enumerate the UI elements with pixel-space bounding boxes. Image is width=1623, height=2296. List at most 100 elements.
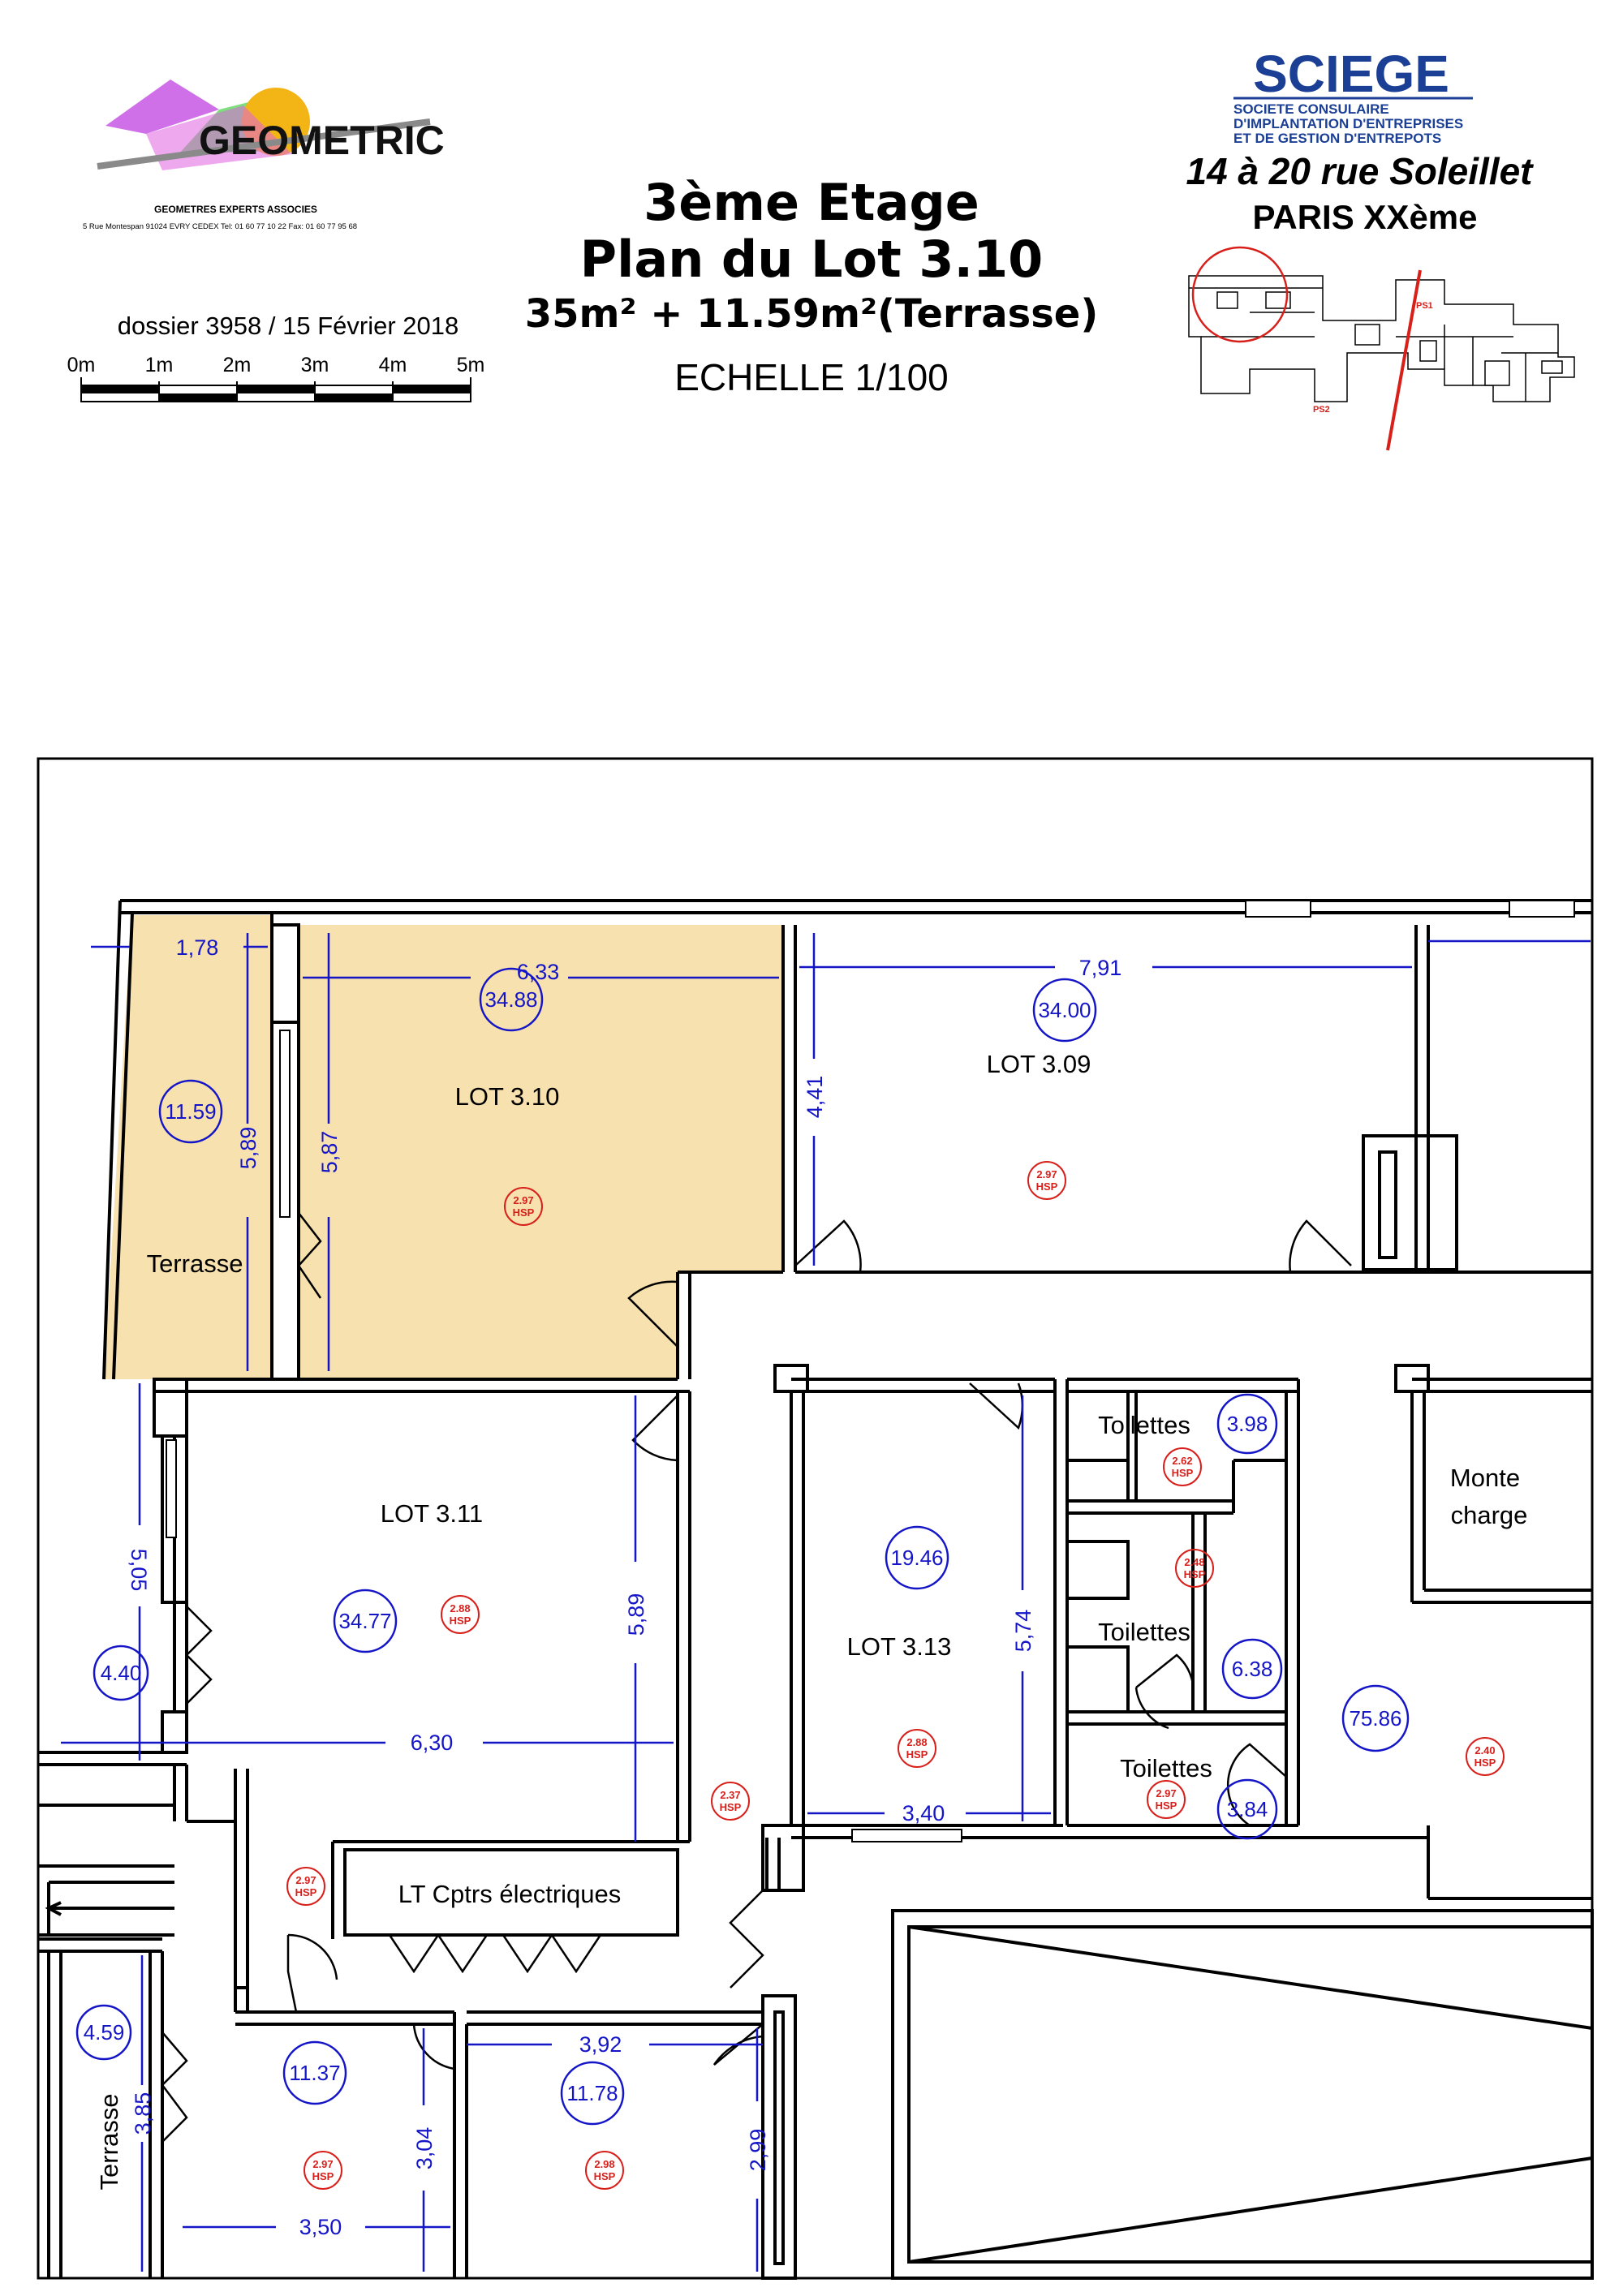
hsp-label-10: HSP: [295, 1886, 317, 1898]
hsp-value-2: 2.97: [1036, 1168, 1057, 1180]
title-plan: Plan du Lot 3.10: [579, 230, 1044, 289]
hsp-value-11: 2.97: [312, 2158, 333, 2170]
scale-tick-5: 5m: [457, 354, 485, 376]
hsp-value-10: 2.97: [295, 1874, 316, 1886]
scale-tick-4: 4m: [379, 354, 407, 376]
room-lot-313: LOT 3.13: [847, 1632, 952, 1661]
hsp-value-1: 2.97: [513, 1194, 533, 1206]
hsp-value-3: 2.88: [450, 1602, 470, 1615]
area-5: 4.40: [101, 1661, 142, 1685]
sciege-logo: SCIEGE SOCIETE CONSULAIRE D'IMPLANTATION…: [1152, 45, 1591, 458]
dim-11: 3,40: [902, 1801, 945, 1825]
hsp-label-7: HSP: [1156, 1799, 1177, 1812]
title-floor: 3ème Etage: [644, 173, 979, 232]
hsp-value-7: 2.97: [1156, 1787, 1176, 1799]
title-scale: ECHELLE 1/100: [674, 356, 949, 398]
doors: [161, 1212, 1352, 2143]
area-3: 34.00: [1038, 998, 1091, 1022]
hsp-value-6: 2.48: [1184, 1556, 1204, 1568]
hsp-label-12: HSP: [594, 2170, 616, 2182]
dim-10: 5,74: [1011, 1610, 1035, 1653]
hsp-value-8: 2.40: [1474, 1744, 1495, 1756]
hsp-label-1: HSP: [513, 1206, 535, 1219]
dim-16: 3,50: [299, 2215, 342, 2239]
plan-frame: [37, 757, 1594, 2280]
dim-5: 5,87: [317, 1131, 342, 1174]
scale-tick-3: 3m: [301, 354, 329, 376]
area-6: 19.46: [890, 1546, 943, 1570]
area-13: 11.78: [566, 2081, 618, 2105]
windows: [166, 900, 1575, 1842]
terrasse-highlight: [104, 915, 272, 1379]
geometric-logo: GEOMETRIC GEOMETRES EXPERTS ASSOCIES 5 R…: [81, 73, 454, 235]
room-terrasse: Terrasse: [147, 1249, 243, 1278]
dim-3: 7,91: [1079, 956, 1122, 980]
sciege-line1: SOCIETE CONSULAIRE: [1233, 101, 1389, 117]
geometric-brand: GEOMETRIC: [199, 118, 445, 163]
geometric-subtitle: GEOMETRES EXPERTS ASSOCIES: [154, 204, 317, 215]
hsp-label-2: HSP: [1036, 1180, 1058, 1193]
key-plan-ps2: PS2: [1313, 405, 1330, 415]
hsp-label-3: HSP: [450, 1615, 471, 1627]
area-9: 3.84: [1227, 1797, 1268, 1821]
scale-bar: dossier 3958 / 15 Février 2018 0m 1m 2m …: [67, 308, 495, 430]
area-4: 34.77: [338, 1609, 391, 1633]
area-11: 4.59: [84, 2020, 125, 2044]
dim-9: 6,30: [411, 1731, 454, 1755]
sciege-line3: ET DE GESTION D'ENTREPOTS: [1233, 131, 1441, 146]
dossier-label: dossier 3958 / 15 Février 2018: [118, 312, 458, 340]
dim-15: 2,99: [746, 2129, 770, 2172]
dim-13: 3,85: [131, 2092, 155, 2135]
dim-6: 4,41: [803, 1076, 827, 1119]
dimension-lines: [61, 933, 1591, 2272]
area-1: 11.59: [165, 1099, 216, 1124]
sciege-address: 14 à 20 rue Soleillet: [1186, 150, 1534, 192]
area-circles: [75, 967, 1410, 2126]
room-lot-311: LOT 3.11: [381, 1499, 483, 1528]
geometric-address: 5 Rue Montespan 91024 EVRY CEDEX Tel: 01…: [83, 222, 357, 231]
room-charge: charge: [1451, 1501, 1528, 1529]
sciege-city: PARIS XXème: [1253, 198, 1478, 236]
dim-12: 3,92: [579, 2032, 622, 2057]
room-toilettes-1: Toilettes: [1098, 1411, 1190, 1439]
hsp-values: 2.97 HSP 2.97 HSP 2.88 HSP 2.88 HSP 2.62…: [295, 1168, 1496, 2182]
hsp-value-5: 2.62: [1172, 1455, 1192, 1467]
hsp-label-5: HSP: [1172, 1467, 1194, 1479]
dimension-values: 1,78 6,33 7,91 5,89 5,87 4,41 5,05 5,89 …: [127, 935, 1121, 2239]
hsp-value-12: 2.98: [594, 2158, 614, 2170]
title-area: 35m² + 11.59m²(Terrasse): [524, 291, 1099, 337]
area-8: 6.38: [1232, 1657, 1273, 1681]
key-plan-ps1: PS1: [1416, 301, 1433, 311]
scale-tick-0: 0m: [67, 354, 96, 376]
area-values: 11.59 34.88 34.00 34.77 4.40 19.46 3.98 …: [84, 987, 1402, 2105]
room-toilettes-2: Toilettes: [1098, 1618, 1190, 1646]
sciege-brand: SCIEGE: [1253, 45, 1449, 103]
hsp-label-6: HSP: [1184, 1568, 1206, 1580]
room-terrasse-2: Terrasse: [95, 2094, 123, 2191]
area-2: 34.88: [484, 987, 537, 1012]
dim-2: 6,33: [517, 960, 560, 984]
dim-1: 1,78: [176, 935, 219, 960]
dim-14: 3,04: [412, 2127, 437, 2170]
sciege-line2: D'IMPLANTATION D'ENTREPRISES: [1233, 116, 1463, 131]
hsp-label-8: HSP: [1474, 1756, 1496, 1769]
room-toilettes-3: Toilettes: [1120, 1754, 1212, 1782]
scale-tick-1: 1m: [145, 354, 174, 376]
hsp-label-4: HSP: [906, 1748, 928, 1761]
area-10: 75.86: [1349, 1706, 1401, 1731]
room-monte: Monte: [1450, 1464, 1520, 1492]
room-lot-310: LOT 3.10: [455, 1082, 560, 1111]
walls: [38, 899, 1594, 2280]
room-labels: LOT 3.10 LOT 3.09 LOT 3.11 LOT 3.13 Terr…: [95, 1050, 1527, 2190]
dim-8: 5,89: [624, 1593, 648, 1636]
dim-4: 5,89: [236, 1127, 260, 1170]
scale-tick-2: 2m: [223, 354, 252, 376]
room-lot-309: LOT 3.09: [987, 1050, 1091, 1078]
room-lt-cptrs: LT Cptrs électriques: [398, 1880, 622, 1908]
title-block: 3ème Etage Plan du Lot 3.10 35m² + 11.59…: [487, 174, 1136, 410]
dim-7: 5,05: [127, 1549, 151, 1592]
hsp-value-4: 2.88: [906, 1736, 927, 1748]
hsp-label-11: HSP: [312, 2170, 334, 2182]
hsp-value-9: 2.37: [720, 1789, 740, 1801]
